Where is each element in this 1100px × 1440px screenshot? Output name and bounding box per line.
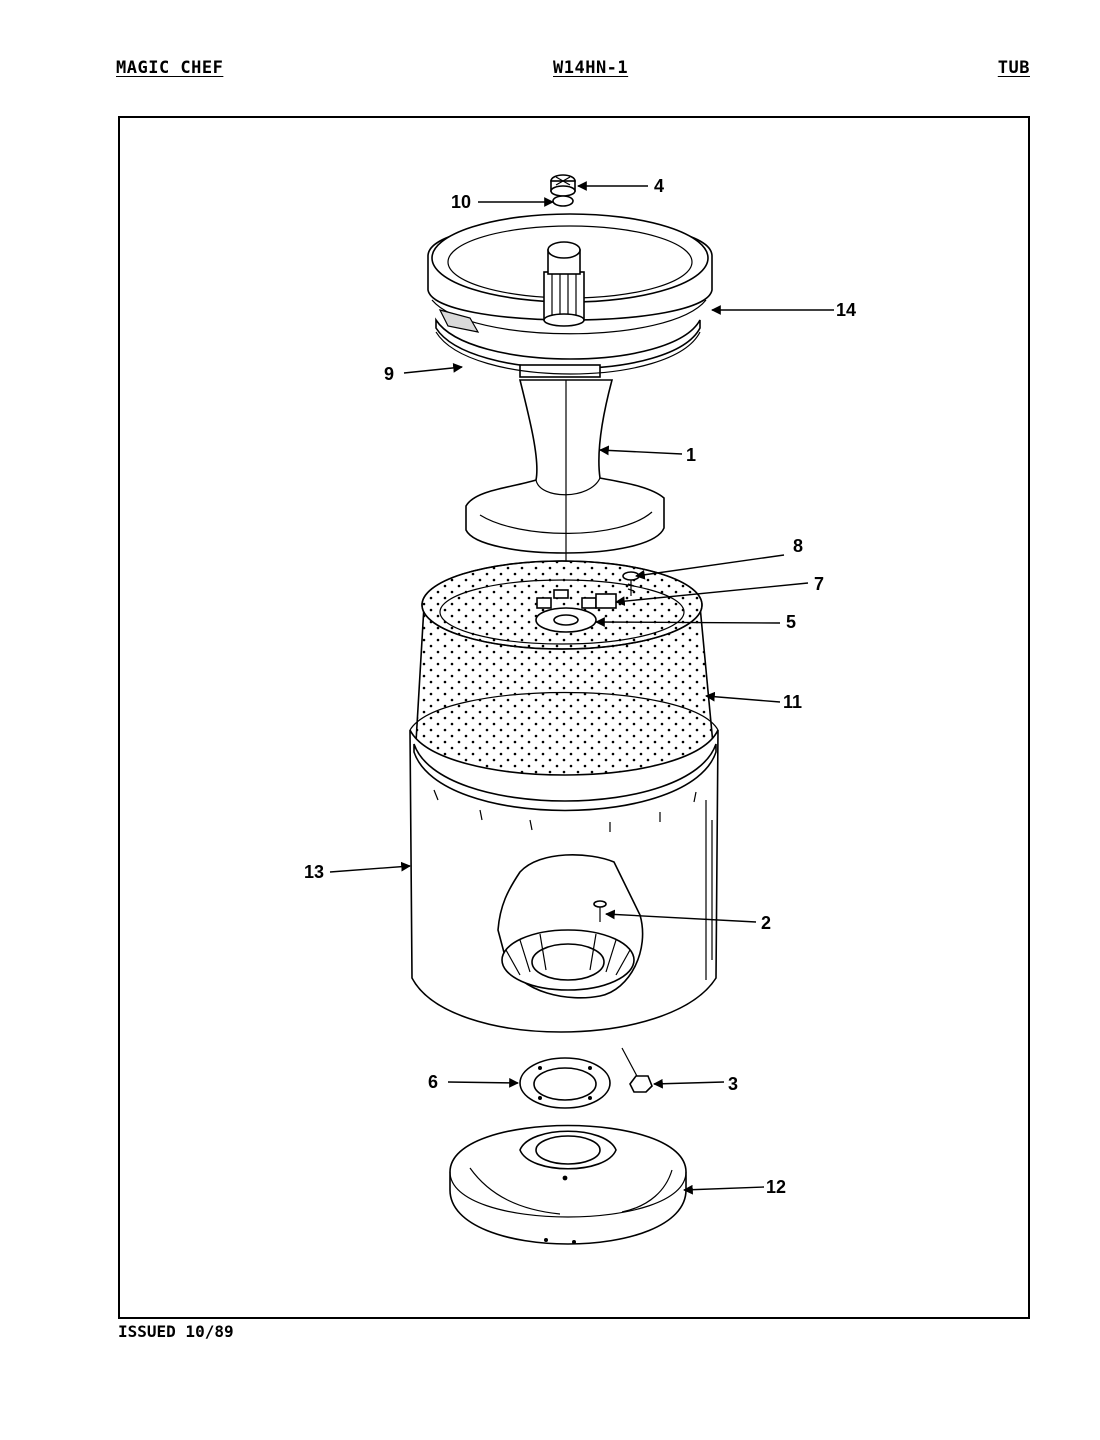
part-outer-tub [409, 691, 719, 1033]
callout-13: 13 [304, 862, 324, 882]
callout-6: 6 [428, 1072, 438, 1092]
callout-11: 11 [783, 692, 802, 712]
part-bottom-base [449, 1124, 687, 1245]
part-agitator-spline [543, 241, 585, 327]
leader-lines [329, 181, 834, 1195]
section-title: TUB [997, 58, 1030, 78]
part-bracket [595, 593, 617, 609]
callout-12: 12 [766, 1177, 786, 1197]
callout-8: 8 [793, 536, 803, 556]
callout-10: 10 [451, 192, 471, 212]
part-flange-gasket [519, 1057, 611, 1109]
issued-date: ISSUED 10/89 [118, 1322, 234, 1341]
part-gasket [435, 331, 701, 375]
callout-9: 9 [384, 364, 394, 384]
part-screw-pump [593, 900, 607, 922]
callout-2: 2 [761, 913, 771, 933]
part-agitator-cap [550, 174, 576, 197]
part-bolt [621, 1047, 653, 1093]
callout-7: 7 [814, 574, 824, 594]
callout-5: 5 [786, 612, 796, 632]
part-agitator [465, 379, 665, 575]
diagram-frame [118, 116, 1030, 1319]
callout-4: 4 [654, 176, 664, 196]
callout-3: 3 [728, 1074, 738, 1094]
callout-1: 1 [686, 445, 696, 465]
model-number: W14HN-1 [553, 58, 629, 78]
part-basket [413, 560, 717, 804]
brand-title: MAGIC CHEF [116, 58, 224, 78]
callout-14: 14 [836, 300, 856, 320]
part-seal-ring [552, 195, 574, 207]
